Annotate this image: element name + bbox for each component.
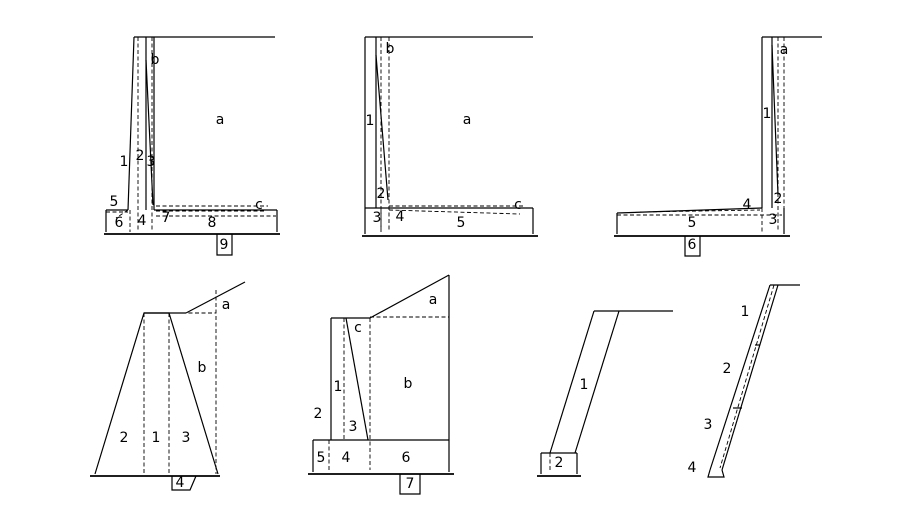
- label-2: 2: [555, 455, 564, 471]
- label-1: 1: [763, 106, 772, 122]
- label-3: 3: [769, 212, 778, 228]
- label-5: 5: [317, 450, 326, 466]
- labels-segmented-wall: 1 2 3 4: [688, 304, 750, 476]
- label-7: 7: [406, 476, 415, 492]
- label-1: 1: [120, 154, 129, 170]
- label-2: 2: [723, 361, 732, 377]
- label-b: b: [404, 376, 413, 392]
- label-b: b: [151, 52, 160, 68]
- label-1: 1: [152, 430, 161, 446]
- labels-gravity-wall: 1 2 3 4 a b: [120, 297, 231, 491]
- labels-cantilever-wall-a: 1 2 3 4 5 6 7 8 9 a b c: [110, 52, 263, 253]
- label-2: 2: [136, 148, 145, 164]
- label-b: b: [386, 41, 395, 57]
- label-1: 1: [366, 113, 375, 129]
- label-a: a: [216, 112, 225, 128]
- label-3: 3: [704, 417, 713, 433]
- label-2: 2: [120, 430, 129, 446]
- label-2: 2: [774, 191, 783, 207]
- label-4: 4: [743, 197, 752, 213]
- label-1: 1: [580, 377, 589, 393]
- labels-semi-gravity-wall: 1 2 3 4 5 6 7 a b c: [314, 292, 438, 492]
- figure-cantilever-wall-a: [104, 36, 280, 256]
- label-a: a: [463, 112, 472, 128]
- label-5: 5: [688, 215, 697, 231]
- labels-cantilever-wall-c: 1 2 3 4 5 6 a: [688, 42, 789, 253]
- labels-cantilever-wall-b: 1 2 3 4 5 a b c: [366, 41, 522, 231]
- label-8: 8: [208, 215, 217, 231]
- label-3: 3: [349, 419, 358, 435]
- label-b: b: [198, 360, 207, 376]
- figure-cantilever-wall-b: [362, 36, 538, 237]
- label-a: a: [222, 297, 231, 313]
- labels-inclined-wall: 1 2: [555, 377, 589, 471]
- label-5: 5: [110, 194, 119, 210]
- label-4: 4: [396, 209, 405, 225]
- label-7: 7: [162, 210, 171, 226]
- label-a: a: [429, 292, 438, 308]
- label-c: c: [354, 320, 362, 336]
- label-3: 3: [373, 210, 382, 226]
- label-6: 6: [402, 450, 411, 466]
- label-3: 3: [147, 154, 156, 170]
- label-3: 3: [182, 430, 191, 446]
- label-c: c: [255, 197, 263, 213]
- figure-inclined-wall: [537, 310, 673, 477]
- label-4: 4: [138, 213, 147, 229]
- figure-segmented-wall: [707, 284, 800, 478]
- label-6: 6: [115, 215, 124, 231]
- label-2: 2: [377, 186, 386, 202]
- label-6: 6: [688, 237, 697, 253]
- figure-semi-gravity-wall: [308, 274, 454, 495]
- label-9: 9: [220, 237, 229, 253]
- label-2: 2: [314, 406, 323, 422]
- label-5: 5: [457, 215, 466, 231]
- label-4: 4: [688, 460, 697, 476]
- label-a: a: [780, 42, 789, 58]
- figure-gravity-wall: [90, 281, 246, 491]
- label-c: c: [514, 197, 522, 213]
- label-4: 4: [342, 450, 351, 466]
- label-1: 1: [741, 304, 750, 320]
- label-4: 4: [176, 475, 185, 491]
- figure-cantilever-wall-c: [614, 36, 822, 257]
- label-1: 1: [334, 379, 343, 395]
